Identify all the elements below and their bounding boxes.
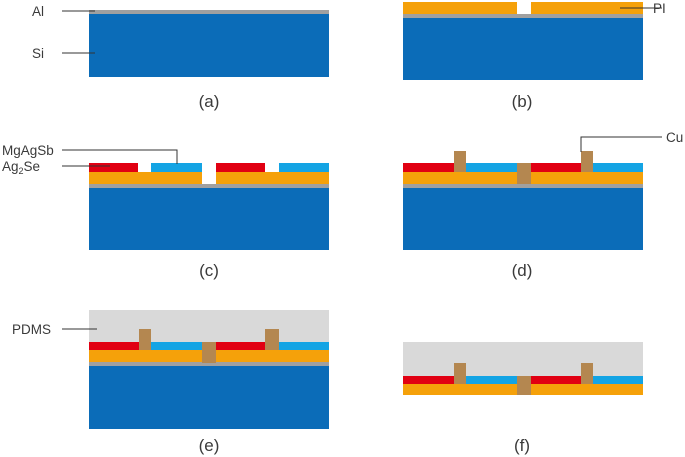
mgagsb-label: MgAgSb [2, 143, 54, 158]
mgagsb-leg [89, 342, 139, 350]
ag2se-leg [466, 376, 517, 384]
ag2se-label-subscript: 2 [19, 166, 24, 176]
cu-electrode [454, 363, 466, 384]
pi-layer-left [403, 2, 517, 14]
ag2se-leg [279, 163, 329, 172]
mgagsb-leg [531, 376, 581, 384]
pi-layer-left [89, 172, 202, 184]
ag2se-label-main: Ag [2, 159, 19, 174]
al-layer [403, 184, 643, 188]
pi-layer-right [216, 172, 329, 184]
pi-label: PI [653, 1, 666, 16]
panel-d: Cu (d) [403, 130, 683, 280]
cu-electrode [139, 329, 151, 350]
ag2se-label: Ag2Se [2, 159, 40, 176]
mgagsb-leader-line [62, 149, 178, 164]
panel-a: Al Si (a) [32, 4, 329, 111]
panel-c: MgAgSb Ag2Se (c) [2, 143, 329, 280]
cu-label: Cu [666, 130, 683, 145]
panel-e: PDMS (e) [12, 310, 329, 455]
al-layer [89, 362, 329, 366]
al-layer [89, 184, 329, 188]
al-layer [403, 14, 643, 18]
si-substrate [89, 188, 329, 250]
pi-layer-right [531, 2, 643, 14]
cu-electrode-bottom [517, 376, 531, 395]
ag2se-leg [466, 163, 517, 172]
caption-d: (d) [512, 261, 533, 280]
si-substrate [89, 366, 329, 429]
panel-f: (f) [403, 342, 643, 455]
ag2se-leg [593, 376, 643, 384]
cu-electrode-bottom [517, 163, 531, 184]
caption-b: (b) [512, 92, 533, 111]
al-layer [89, 10, 329, 14]
si-substrate [89, 14, 329, 77]
cu-electrode [454, 151, 466, 172]
cu-electrode [581, 363, 593, 384]
pdms-layer [403, 342, 643, 376]
si-substrate [403, 18, 643, 80]
cu-leader-line [580, 136, 662, 152]
ag2se-leg [151, 163, 202, 172]
pdms-layer [89, 310, 329, 342]
caption-e: (e) [199, 436, 220, 455]
mgagsb-leg [216, 342, 265, 350]
caption-a: (a) [199, 92, 220, 111]
cu-electrode [265, 329, 279, 350]
pdms-label: PDMS [12, 322, 51, 337]
al-label: Al [32, 4, 44, 19]
mgagsb-leg [403, 376, 454, 384]
ag2se-leg [151, 342, 202, 350]
caption-f: (f) [514, 436, 530, 455]
si-label: Si [32, 46, 44, 61]
cu-electrode-bottom [202, 342, 216, 363]
ag2se-leg [279, 342, 329, 350]
panel-b: PI (b) [403, 1, 666, 111]
caption-c: (c) [199, 261, 219, 280]
mgagsb-leg [216, 163, 265, 172]
mgagsb-leg [531, 163, 581, 172]
ag2se-leg [593, 163, 643, 172]
ag2se-label-tail: Se [24, 159, 41, 174]
si-substrate [403, 188, 643, 250]
mgagsb-leg [89, 163, 138, 172]
cu-electrode [581, 151, 593, 172]
mgagsb-leg [403, 163, 454, 172]
